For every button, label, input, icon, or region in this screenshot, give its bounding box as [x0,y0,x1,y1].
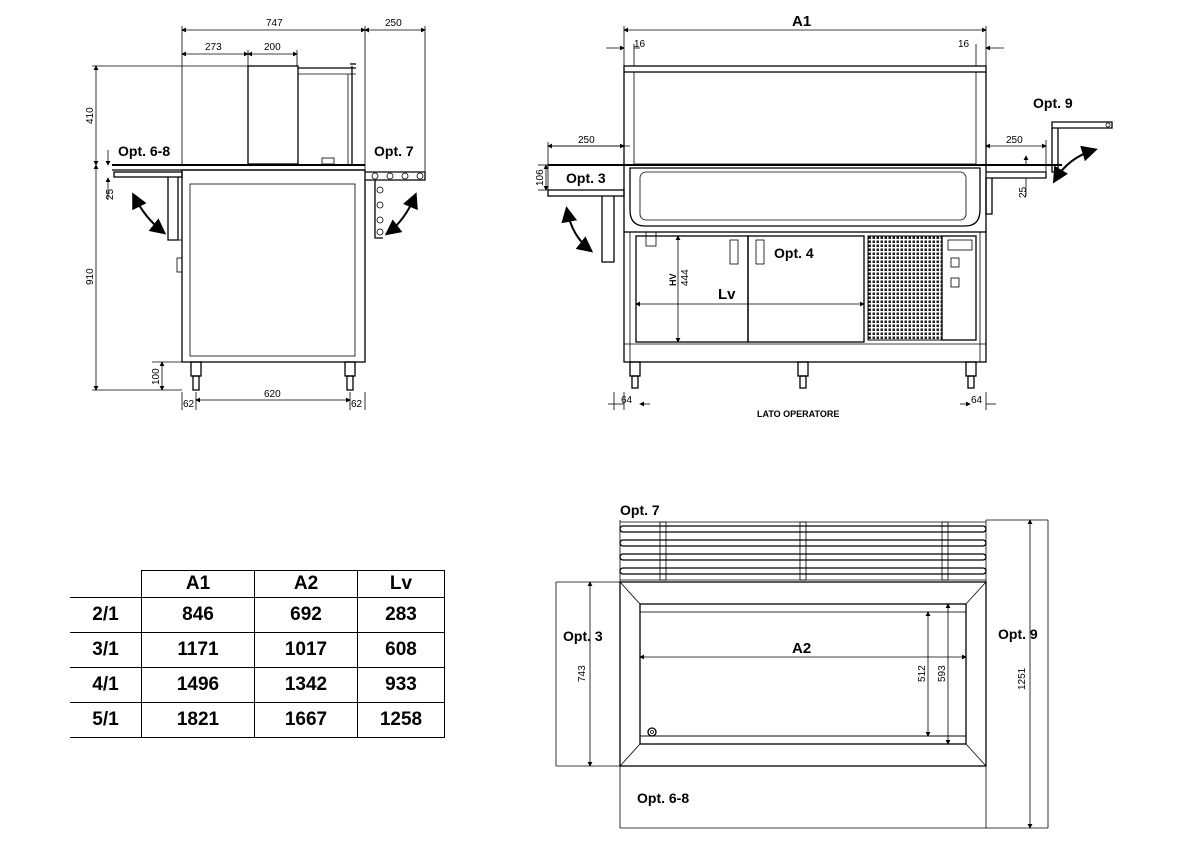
label-opt-6-8-side: Opt. 6-8 [118,143,170,159]
dimension-table: A1 A2 Lv 2/1 846 692 283 3/1 1171 1017 6… [70,570,445,738]
dim-250: 250 [385,18,402,29]
table-cell: 4/1 [70,667,142,703]
table-cell: 1258 [357,702,445,738]
table-cell: 1821 [141,702,255,738]
table-header-cell [70,570,142,598]
label-opt-7-side: Opt. 7 [374,143,414,159]
dim-410: 410 [85,107,96,124]
label-opt-4: Opt. 4 [774,245,814,261]
dim-444: 444 [680,269,691,286]
table-header-cell: Lv [357,570,445,598]
front-view: A1 16 16 [535,13,1113,419]
table-row: 5/1 1821 1667 1258 [70,702,445,738]
dim-106: 106 [535,169,546,186]
table-cell: 1017 [254,632,358,668]
dim-273: 273 [205,42,222,53]
label-opt-7-top: Opt. 7 [620,502,660,518]
table-header-cell: A2 [254,570,358,598]
dim-64-right: 64 [971,395,983,406]
table-cell: 1496 [141,667,255,703]
table-cell: 3/1 [70,632,142,668]
dim-hv: HV [668,273,678,286]
table-cell: 1342 [254,667,358,703]
table-row: 4/1 1496 1342 933 [70,667,445,703]
dim-16-left: 16 [634,39,646,50]
label-opt-3-top: Opt. 3 [563,628,603,644]
dim-250-left: 250 [578,135,595,146]
dim-62-right: 62 [351,399,363,410]
table-cell: 5/1 [70,702,142,738]
dim-62-left: 62 [183,399,195,410]
label-lato-operatore: LATO OPERATORE [757,409,839,419]
dim-747: 747 [266,18,283,29]
table-cell: 846 [141,597,255,633]
dim-743: 743 [577,665,588,682]
dim-25-front: 25 [1018,186,1029,198]
dim-620: 620 [264,389,281,400]
dim-512: 512 [917,665,928,682]
label-opt-9-top: Opt. 9 [998,626,1038,642]
table-cell: 283 [357,597,445,633]
dim-a2: A2 [792,640,811,657]
dim-100: 100 [151,368,162,385]
table-row: 3/1 1171 1017 608 [70,632,445,668]
dim-593: 593 [937,665,948,682]
label-opt-3-front: Opt. 3 [566,170,606,186]
dim-lv: Lv [718,286,736,303]
side-view: 747 250 273 200 [85,18,426,410]
dim-200: 200 [264,42,281,53]
table-cell: 692 [254,597,358,633]
dim-250-right: 250 [1006,135,1023,146]
dim-25-side: 25 [105,188,116,200]
table-cell: 933 [357,667,445,703]
dim-64-left: 64 [621,395,633,406]
table-cell: 1171 [141,632,255,668]
table-cell: 1667 [254,702,358,738]
top-view: A2 512 593 743 1251 Opt. 7 Opt. 3 Opt. 9… [555,502,1049,829]
table-header-cell: A1 [141,570,255,598]
dim-1251: 1251 [1017,667,1028,690]
dim-a1: A1 [792,13,811,30]
table-cell: 608 [357,632,445,668]
table-row: 2/1 846 692 283 [70,597,445,633]
label-opt-6-8-top: Opt. 6-8 [637,790,689,806]
dim-910: 910 [85,268,96,285]
table-header-row: A1 A2 Lv [70,570,445,598]
dim-16-right: 16 [958,39,970,50]
label-opt-9: Opt. 9 [1033,95,1073,111]
table-cell: 2/1 [70,597,142,633]
